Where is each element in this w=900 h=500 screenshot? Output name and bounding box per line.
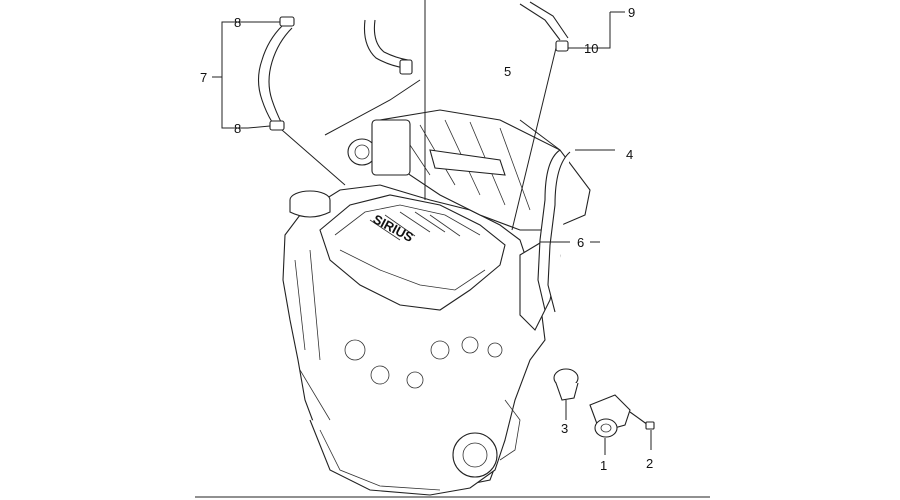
clamp-lower-icon [269,120,285,131]
part-3-thermostat [553,368,579,401]
callout-1: 1 [600,458,607,473]
callout-7: 7 [200,70,207,85]
callout-3: 3 [561,421,568,436]
engine-assembly: SIRIUS [282,109,591,496]
part-1-housing [589,394,631,438]
part-2-bolt [629,411,655,430]
hose-upper [363,1,569,75]
callout-8-upper: 8 [234,15,241,30]
hose-7 [257,16,295,131]
callout-4: 4 [626,147,633,162]
callout-9: 9 [628,5,635,20]
callout-10: 10 [584,41,598,56]
callout-lines [195,0,710,498]
callout-numbers: 8 7 8 9 10 5 4 6 3 1 2 [200,5,653,473]
callout-2: 2 [646,456,653,471]
clamp-upper-icon [279,16,295,27]
callout-5: 5 [504,64,511,79]
pipe-4 [537,149,571,313]
clamp-10-icon [555,40,569,52]
callout-6: 6 [577,235,584,250]
callout-8-lower: 8 [234,121,241,136]
